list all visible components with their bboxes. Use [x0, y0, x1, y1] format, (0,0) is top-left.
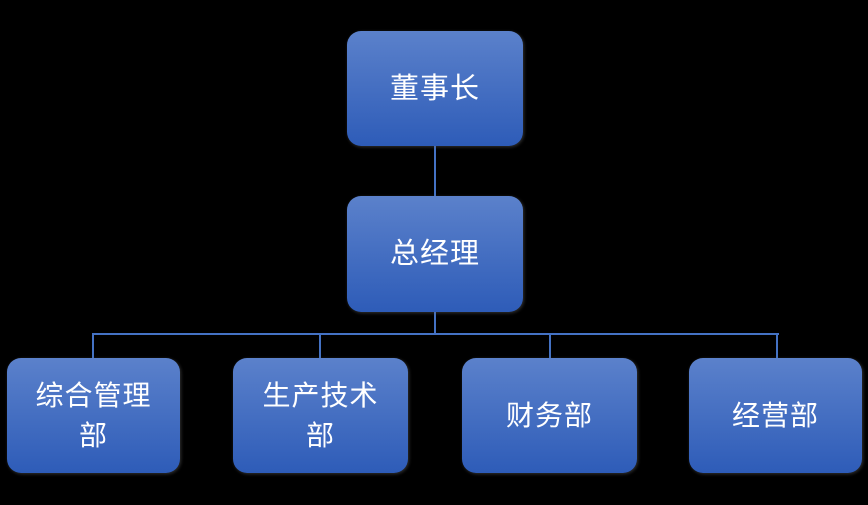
org-node-dept-operations: 经营部: [689, 358, 862, 473]
org-node-dept-label: 财务部: [505, 399, 593, 431]
org-node-general-manager-label: 总经理: [389, 238, 480, 270]
connector-drop-dept-2: [319, 335, 321, 359]
org-node-dept-label: 经营部: [731, 399, 819, 431]
org-node-dept-label: 生产技术部: [262, 379, 379, 451]
org-node-general-manager: 总经理: [347, 196, 523, 312]
connector-horizontal-bus: [92, 333, 779, 335]
connector-drop-dept-1: [92, 335, 94, 359]
connector-manager-to-bus: [434, 312, 436, 334]
org-node-dept-finance: 财务部: [462, 358, 637, 473]
connector-chairman-to-manager: [434, 146, 436, 196]
org-node-chairman-label: 董事长: [389, 72, 480, 105]
connector-drop-dept-3: [549, 335, 551, 359]
org-node-dept-label: 综合管理部: [35, 379, 152, 451]
org-node-dept-general-management: 综合管理部: [7, 358, 180, 473]
org-node-chairman: 董事长: [347, 31, 523, 146]
connector-drop-dept-4: [776, 335, 778, 359]
org-node-dept-production-technology: 生产技术部: [233, 358, 408, 473]
